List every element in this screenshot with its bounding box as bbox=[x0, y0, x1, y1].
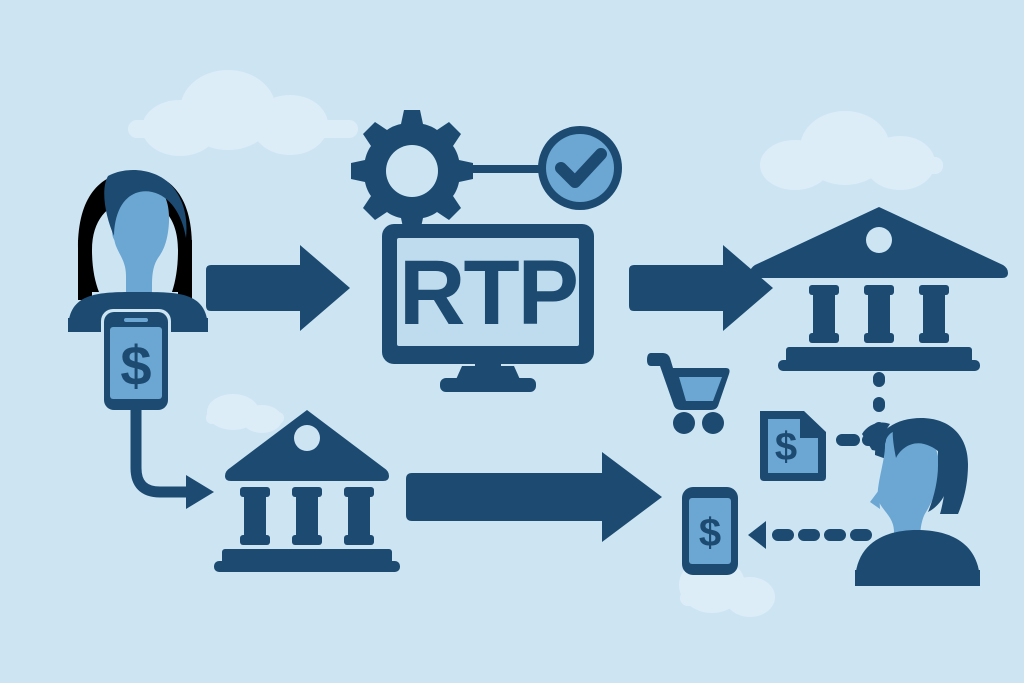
cloud-top-right bbox=[760, 111, 943, 190]
rtp-label: RTP bbox=[399, 242, 577, 344]
mobile-payment-phone: $ bbox=[101, 309, 171, 413]
dashed-arrow-merchant-to-phone bbox=[748, 521, 872, 549]
cloud-mid-left bbox=[206, 394, 284, 433]
merchant-phone: $ bbox=[682, 487, 738, 575]
svg-text:$: $ bbox=[699, 511, 721, 555]
rtp-monitor: RTP bbox=[382, 224, 594, 392]
settings-gear bbox=[351, 110, 473, 232]
curved-arrow-phone-to-bank bbox=[130, 410, 214, 509]
arrow-right-rtp-to-bank bbox=[629, 245, 773, 331]
invoice-document: $ bbox=[760, 411, 826, 481]
merchant-man bbox=[855, 418, 980, 586]
svg-text:$: $ bbox=[120, 334, 151, 397]
sending-bank bbox=[214, 410, 400, 572]
shopping-cart bbox=[647, 353, 730, 434]
svg-text:$: $ bbox=[775, 425, 797, 469]
arrow-right-bank-to-merchant bbox=[406, 452, 662, 542]
approved-check bbox=[538, 126, 622, 210]
arrow-right-customer-to-rtp bbox=[206, 245, 350, 331]
cloud-top-left bbox=[128, 70, 358, 156]
customer-woman bbox=[68, 170, 208, 332]
link-gear-to-check bbox=[438, 165, 558, 173]
receiving-bank bbox=[750, 207, 1008, 371]
